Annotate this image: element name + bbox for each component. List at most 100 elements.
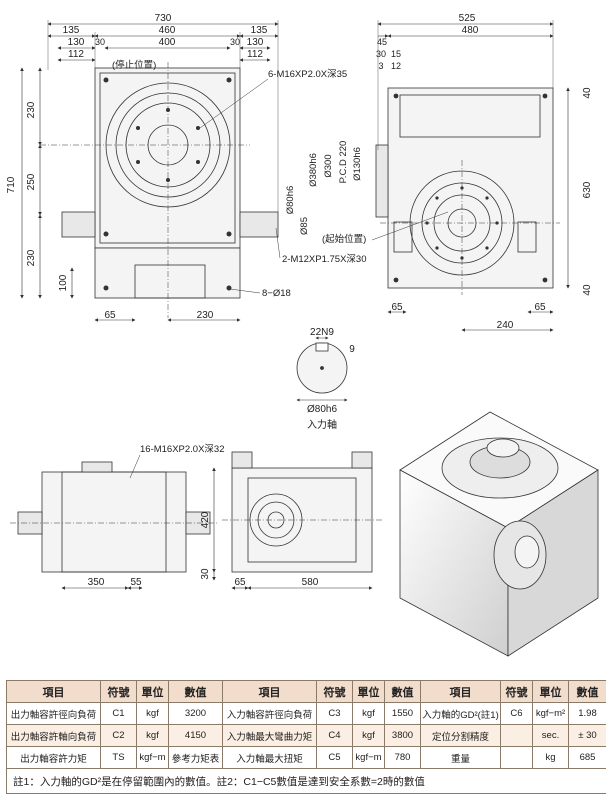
table-cell: 參考力矩表 <box>168 746 223 769</box>
header-value: 數值 <box>168 680 223 703</box>
table-cell: kgf <box>136 724 169 747</box>
dim-label: 30 <box>230 37 240 47</box>
dim-label: 12 <box>391 61 401 71</box>
top-view-dim-labels: 730 135 460 135 130 400 130 30 30 112 11… <box>6 13 268 321</box>
table-cell: 入力軸最大扭矩 <box>222 746 317 769</box>
dim-label: 3 <box>378 61 383 71</box>
table-cell: C1 <box>100 702 137 725</box>
rear-view-dimensions <box>212 467 373 590</box>
dim-label: 130 <box>68 37 85 48</box>
dim-label: 15 <box>391 49 401 59</box>
dim-label: 460 <box>159 25 176 36</box>
dim-label: 65 <box>391 302 403 313</box>
table-cell: C2 <box>100 724 137 747</box>
header-value: 數值 <box>568 680 606 703</box>
table-cell: kgf−m² <box>532 702 569 725</box>
dim-label: Ø130h6 <box>352 147 363 181</box>
base-holes-callout: 8−Ø18 <box>262 288 291 299</box>
header-symbol: 符號 <box>500 680 533 703</box>
shaft-diameter-label: Ø80h6 <box>307 404 337 415</box>
front-view <box>10 461 218 573</box>
table-row: 出力軸容許力矩 TS kgf−m 參考力矩表 入力軸最大扭矩 C5 kgf−m … <box>6 746 606 769</box>
dim-label: 480 <box>462 25 479 36</box>
side-view-dim-labels: 525 45 480 30 15 3 12 630 40 40 65 65 24… <box>285 13 593 331</box>
dim-label: Ø80h6 <box>285 186 296 215</box>
dim-label: 710 <box>6 176 17 193</box>
dim-label: 135 <box>63 25 80 36</box>
header-item: 項目 <box>420 680 501 703</box>
table-cell: 出力軸容許力矩 <box>6 746 101 769</box>
dim-label: Ø85 <box>299 217 310 235</box>
dim-label: 130 <box>247 37 264 48</box>
table-row: 出力軸容許徑向負荷 C1 kgf 3200 入力軸容許徑向負荷 C3 kgf 1… <box>6 702 606 725</box>
table-cell: 3800 <box>384 724 421 747</box>
dim-label: P.C.D 220 <box>338 141 349 184</box>
keyway-depth-label: 9 <box>349 344 355 355</box>
dim-label: 250 <box>26 173 37 190</box>
table-cell: ± 30 <box>568 724 606 747</box>
table-cell: C4 <box>316 724 353 747</box>
side-holes-callout: 2-M12XP1.75X深30 <box>282 254 367 265</box>
table-cell: 3200 <box>168 702 223 725</box>
dim-label: 730 <box>155 13 172 24</box>
table-cell: TS <box>100 746 137 769</box>
dim-label: 30 <box>376 49 386 59</box>
specs-header-row: 項目 符號 單位 數值 項目 符號 單位 數值 項目 符號 單位 數值 <box>6 680 606 703</box>
table-cell: 定位分割精度 <box>420 724 501 747</box>
specs-table: 項目 符號 單位 數值 項目 符號 單位 數值 項目 符號 單位 數值 出力軸容… <box>6 680 606 794</box>
table-cell: C3 <box>316 702 353 725</box>
top-view <box>40 62 279 318</box>
isometric-view <box>399 411 599 657</box>
dim-label: 580 <box>302 577 319 588</box>
dim-label: Ø300 <box>323 154 334 177</box>
side-view <box>375 87 560 295</box>
dim-label: 40 <box>582 284 593 296</box>
table-cell <box>500 746 533 769</box>
table-cell: 685 <box>568 746 606 769</box>
header-unit: 單位 <box>136 680 169 703</box>
dim-label: 112 <box>68 49 84 60</box>
dim-label: 45 <box>377 37 387 47</box>
dim-label: 65 <box>534 302 546 313</box>
table-cell: 4150 <box>168 724 223 747</box>
header-unit: 單位 <box>532 680 569 703</box>
keyway-label: 22N9 <box>310 327 334 338</box>
shaft-caption: 入力軸 <box>307 418 337 431</box>
table-cell: 1550 <box>384 702 421 725</box>
top-view-callouts: (停止位置) 6-M16XP2.0X深35 8−Ø18 <box>112 59 347 299</box>
table-cell: 出力軸容許軸向負荷 <box>6 724 101 747</box>
shaft-detail-labels: 22N9 9 Ø80h6 入力軸 <box>307 327 355 431</box>
dim-label: 30 <box>200 568 211 580</box>
table-cell: 入力軸的GD²(註1) <box>420 702 501 725</box>
dim-label: 350 <box>88 577 105 588</box>
table-cell: 重量 <box>420 746 501 769</box>
table-note: 註1：入力軸的GD²是在停留範圍內的數值。註2：C1−C5數值是達到安全系數=2… <box>6 768 606 794</box>
technical-drawing: 730 135 460 135 130 400 130 30 30 112 11… <box>6 13 599 657</box>
header-symbol: 符號 <box>316 680 353 703</box>
dim-label: 135 <box>251 25 268 36</box>
table-cell: 出力軸容許徑向負荷 <box>6 702 101 725</box>
table-cell: kg <box>532 746 569 769</box>
dim-label: 240 <box>497 320 514 331</box>
rear-view <box>222 451 382 573</box>
table-cell: kgf <box>136 702 169 725</box>
dim-label: 55 <box>130 577 142 588</box>
table-cell: 入力軸最大彎曲力矩 <box>222 724 317 747</box>
table-note-row: 註1：入力軸的GD²是在停留範圍內的數值。註2：C1−C5數值是達到安全系數=2… <box>6 768 606 794</box>
table-cell <box>500 724 533 747</box>
side-view-callouts: (起始位置) 2-M12XP1.75X深30 <box>275 211 449 265</box>
dim-label: 525 <box>459 13 476 24</box>
table-cell: sec. <box>532 724 569 747</box>
dim-label: 230 <box>197 310 214 321</box>
stop-position-label: (停止位置) <box>112 59 156 71</box>
dim-label: Ø380h6 <box>308 153 319 187</box>
front-view-labels: 350 55 16-M16XP2.0X深32 <box>88 444 225 588</box>
header-symbol: 符號 <box>100 680 137 703</box>
dim-label: 65 <box>104 310 116 321</box>
dim-label: 630 <box>582 181 593 198</box>
top-holes-callout: 6-M16XP2.0X深35 <box>268 69 347 80</box>
header-item: 項目 <box>222 680 317 703</box>
table-cell: kgf−m <box>136 746 169 769</box>
header-value: 數值 <box>384 680 421 703</box>
rear-view-labels: 420 30 65 580 <box>200 511 319 588</box>
